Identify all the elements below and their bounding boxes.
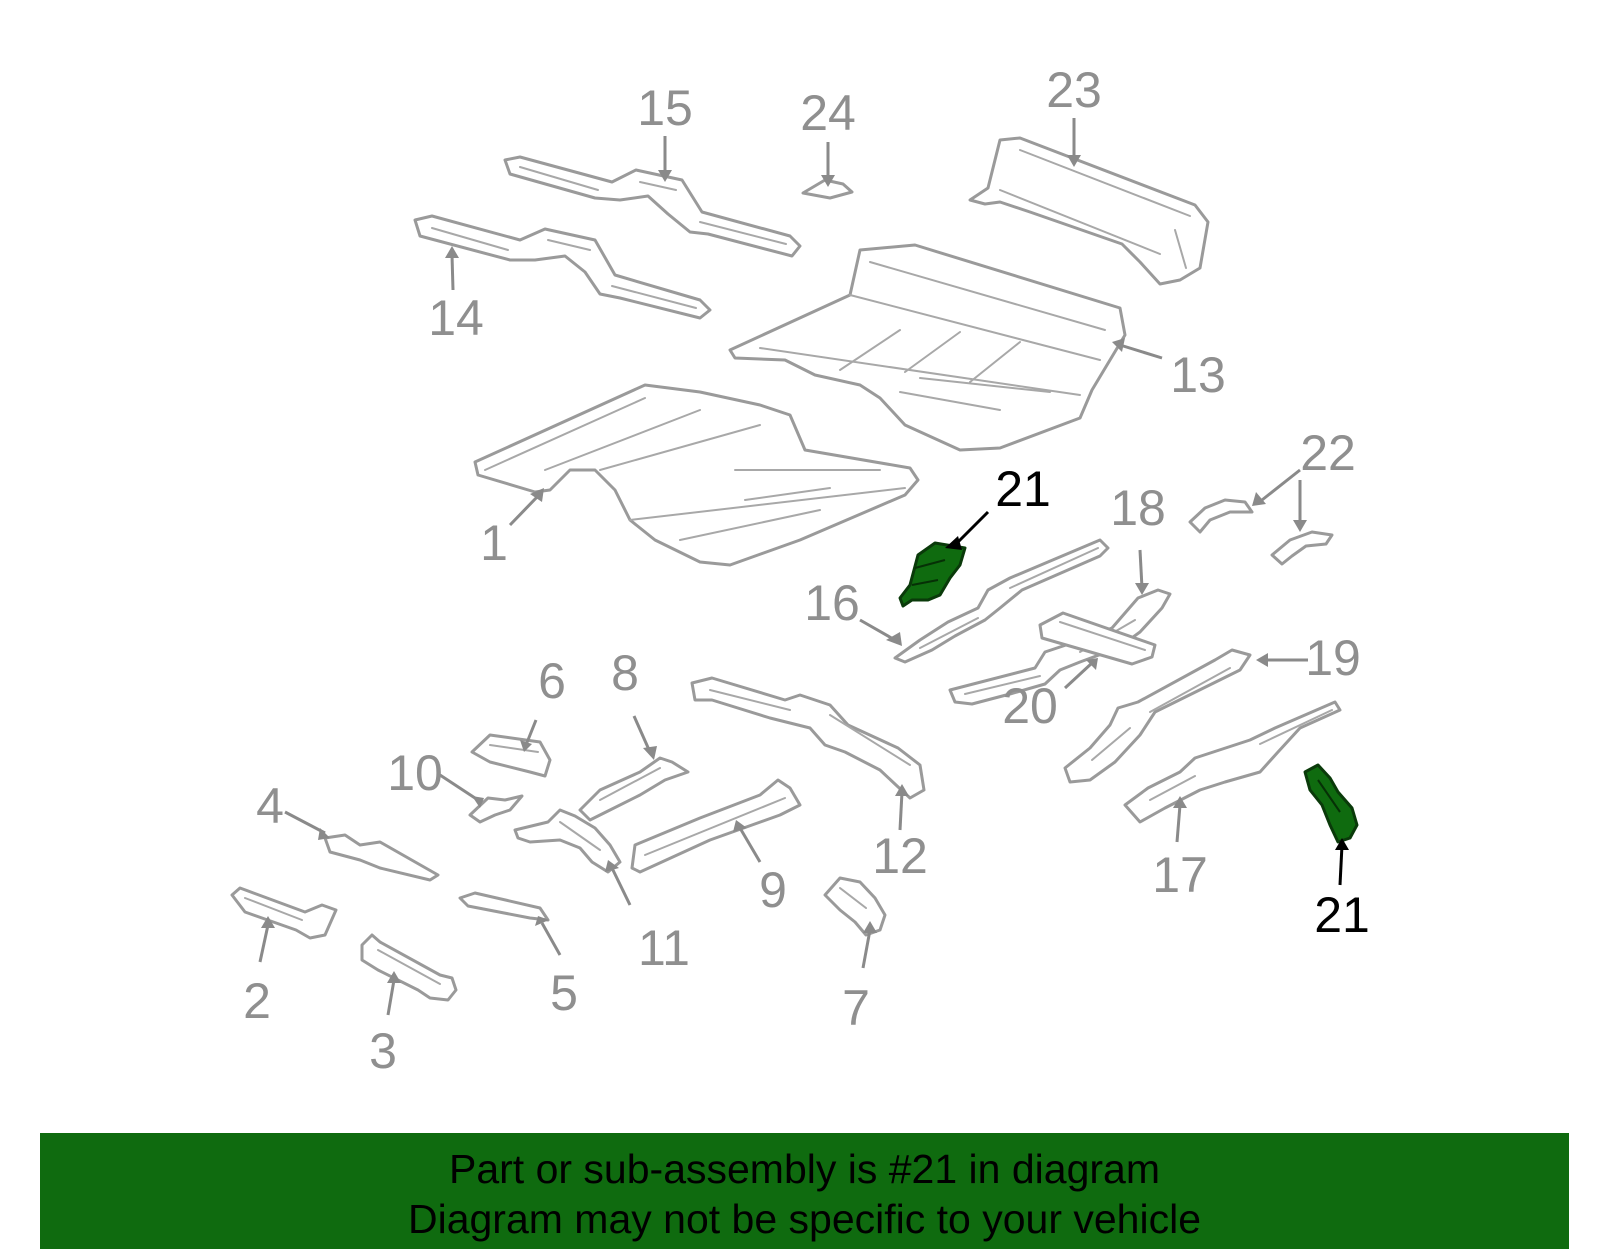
- callout-7: 7: [842, 980, 870, 1036]
- part-10-bracket[interactable]: [468, 794, 524, 824]
- banner-line-2: Diagram may not be specific to your vehi…: [407, 1196, 1201, 1242]
- callout-19: 19: [1305, 630, 1361, 686]
- callout-18: 18: [1110, 480, 1166, 536]
- part-19-rail[interactable]: [1063, 648, 1252, 784]
- part-17-rail[interactable]: [1123, 700, 1342, 824]
- part-22-bracket-a[interactable]: [1188, 498, 1254, 534]
- callout-17: 17: [1152, 847, 1208, 903]
- part-13-rear-floor-pan[interactable]: [728, 243, 1127, 452]
- callout-10: 10: [387, 745, 443, 801]
- callout-24: 24: [800, 85, 856, 141]
- part-14-rail[interactable]: [413, 214, 712, 320]
- part-24-bracket[interactable]: [801, 178, 854, 200]
- part-20-crossmember[interactable]: [1038, 611, 1157, 666]
- callout-11: 11: [638, 920, 690, 976]
- part-12-rail[interactable]: [690, 676, 926, 800]
- part-23-panel[interactable]: [968, 136, 1210, 286]
- callout-21-lower: 21: [1314, 887, 1370, 943]
- callout-3: 3: [369, 1023, 397, 1079]
- callout-6: 6: [538, 653, 566, 709]
- leader-lines-highlighted: [945, 510, 1349, 886]
- callout-9: 9: [759, 862, 787, 918]
- part-15-rail[interactable]: [503, 155, 802, 258]
- part-7-bracket[interactable]: [823, 876, 887, 937]
- part-9-rail[interactable]: [630, 778, 802, 874]
- banner-line-1: Part or sub-assembly is #21 in diagram: [449, 1146, 1160, 1192]
- callout-22: 22: [1300, 425, 1356, 481]
- callout-labels: 15 24 23 14 13 1 16 18 22 19 20 17 6 8 1…: [243, 62, 1370, 1079]
- part-2-bracket[interactable]: [230, 886, 338, 940]
- callout-8: 8: [611, 645, 639, 701]
- part-21-highlighted-upper[interactable]: [898, 541, 967, 608]
- part-1-front-floor-pan[interactable]: [473, 383, 920, 567]
- part-16-side-rail[interactable]: [893, 538, 1110, 664]
- part-5-rail[interactable]: [458, 891, 550, 922]
- part-8-bracket[interactable]: [578, 756, 690, 822]
- part-11-crossmember[interactable]: [513, 808, 622, 874]
- callout-12: 12: [872, 828, 928, 884]
- part-21-highlighted-lower[interactable]: [1303, 763, 1359, 844]
- callout-14: 14: [428, 290, 484, 346]
- part-22-bracket-b[interactable]: [1270, 530, 1334, 566]
- leader-lines: [258, 118, 1308, 1016]
- callout-4: 4: [256, 778, 284, 834]
- leader-arrowheads: [261, 155, 1307, 983]
- callout-2: 2: [243, 973, 271, 1029]
- callout-5: 5: [550, 965, 578, 1021]
- callout-21-upper: 21: [995, 461, 1051, 517]
- callout-20: 20: [1002, 678, 1058, 734]
- part-6-bracket[interactable]: [470, 733, 552, 778]
- part-3-bracket[interactable]: [360, 933, 458, 1002]
- callout-1: 1: [480, 515, 508, 571]
- callout-16: 16: [804, 575, 860, 631]
- callout-15: 15: [637, 80, 693, 136]
- part-4-crossmember[interactable]: [323, 833, 440, 882]
- info-banner: Part or sub-assembly is #21 in diagram D…: [40, 1133, 1569, 1249]
- callout-23: 23: [1046, 62, 1102, 118]
- callout-13: 13: [1170, 347, 1226, 403]
